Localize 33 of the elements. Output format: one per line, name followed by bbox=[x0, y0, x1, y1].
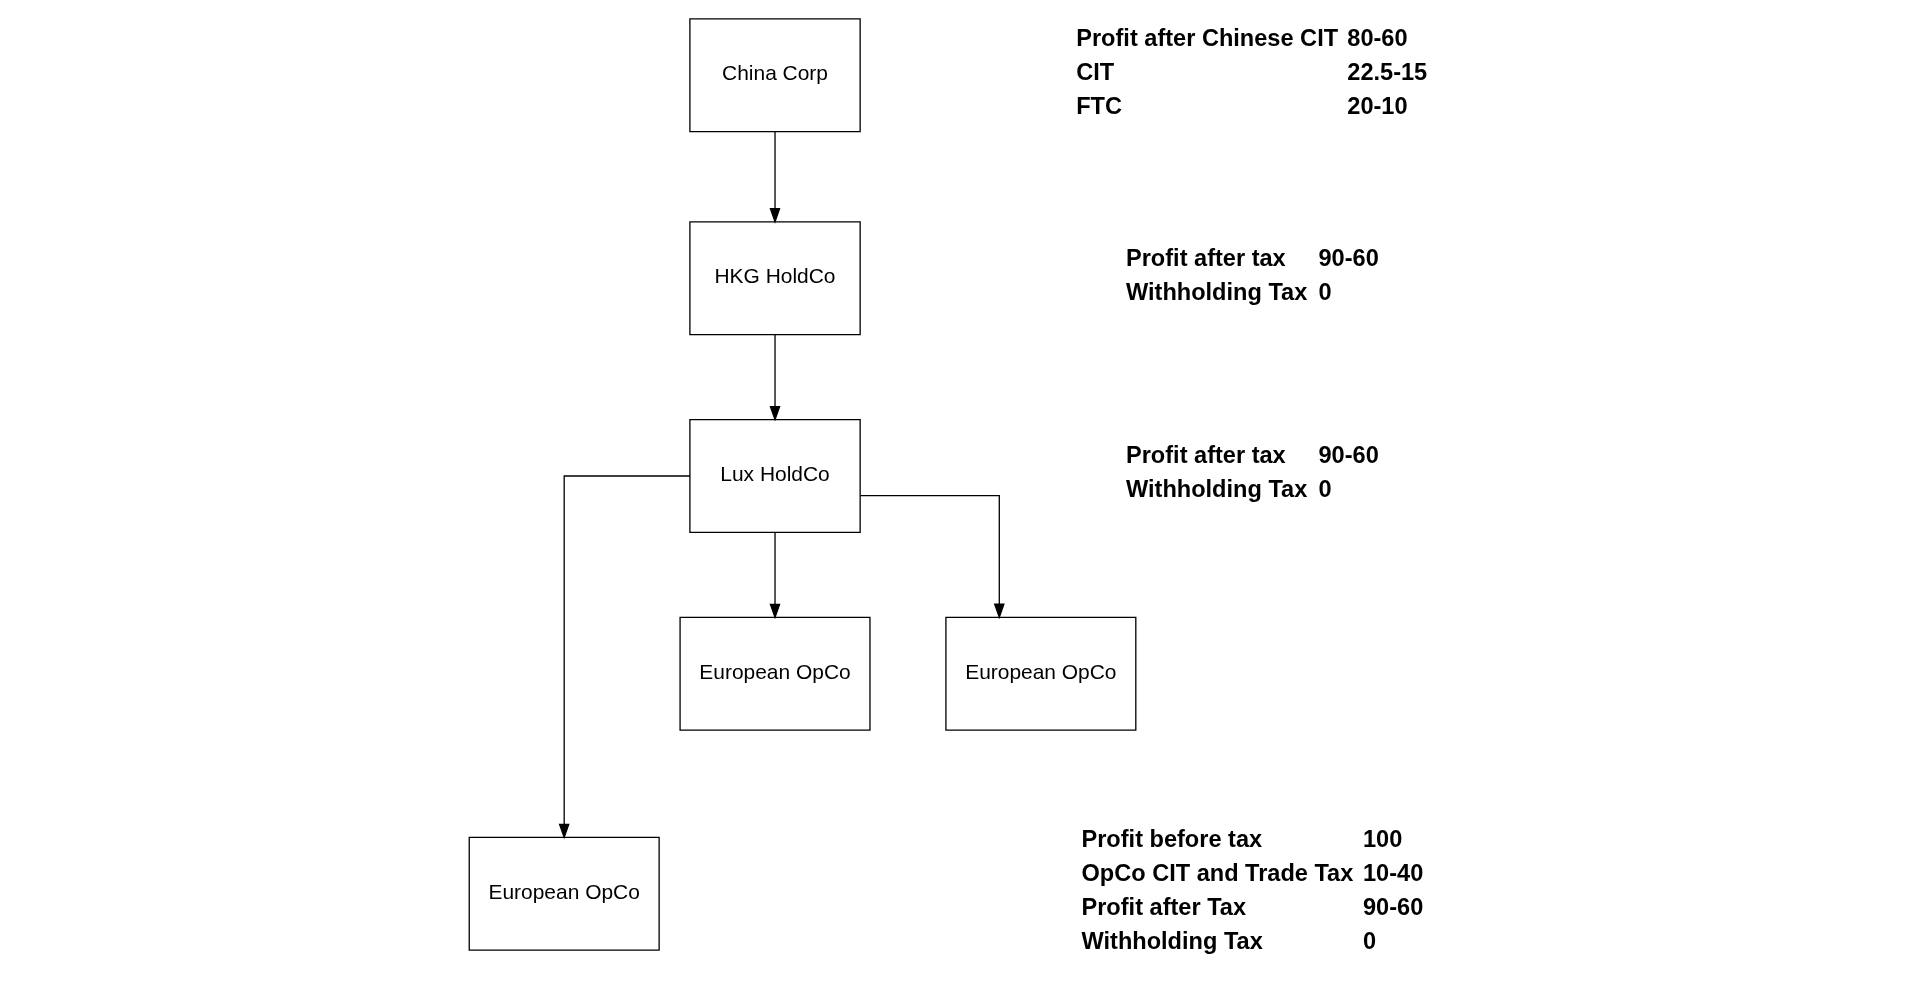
node-box: China Corp bbox=[688, 18, 861, 133]
label: Profit after Tax bbox=[1080, 894, 1246, 921]
label: 0 bbox=[1317, 476, 1332, 503]
label: Withholding Tax bbox=[1080, 928, 1263, 955]
label: Withholding Tax bbox=[1125, 476, 1307, 503]
label: 90-60 bbox=[1317, 442, 1379, 469]
label: 10-40 bbox=[1362, 860, 1423, 887]
label: Profit before tax bbox=[1080, 826, 1262, 853]
label: Profit after Chinese CIT bbox=[1075, 24, 1338, 51]
label: 100 bbox=[1362, 826, 1402, 853]
arrow bbox=[769, 131, 781, 224]
label: FTC bbox=[1075, 92, 1122, 119]
label: Withholding Tax bbox=[1125, 278, 1307, 305]
label: 20-10 bbox=[1346, 92, 1408, 119]
arrow bbox=[859, 494, 1005, 620]
label: 22.5-15 bbox=[1346, 58, 1427, 85]
arrow bbox=[558, 475, 691, 840]
node-box: HKG HoldCo bbox=[688, 221, 861, 336]
label: 0 bbox=[1317, 278, 1332, 305]
label: 90-60 bbox=[1317, 244, 1379, 271]
label: Profit after tax bbox=[1125, 244, 1286, 271]
label: 90-60 bbox=[1362, 894, 1423, 921]
arrow bbox=[769, 532, 781, 620]
label: OpCo CIT and Trade Tax bbox=[1080, 860, 1353, 887]
arrow bbox=[769, 334, 781, 422]
label: 80-60 bbox=[1346, 24, 1408, 51]
node-box: Lux HoldCo bbox=[688, 419, 861, 533]
label: Profit after tax bbox=[1125, 442, 1286, 469]
node-box: European OpCo bbox=[944, 616, 1136, 731]
node-box: European OpCo bbox=[468, 836, 660, 951]
label: 0 bbox=[1362, 928, 1376, 955]
node-box: European OpCo bbox=[678, 616, 871, 731]
label: CIT bbox=[1075, 58, 1114, 85]
